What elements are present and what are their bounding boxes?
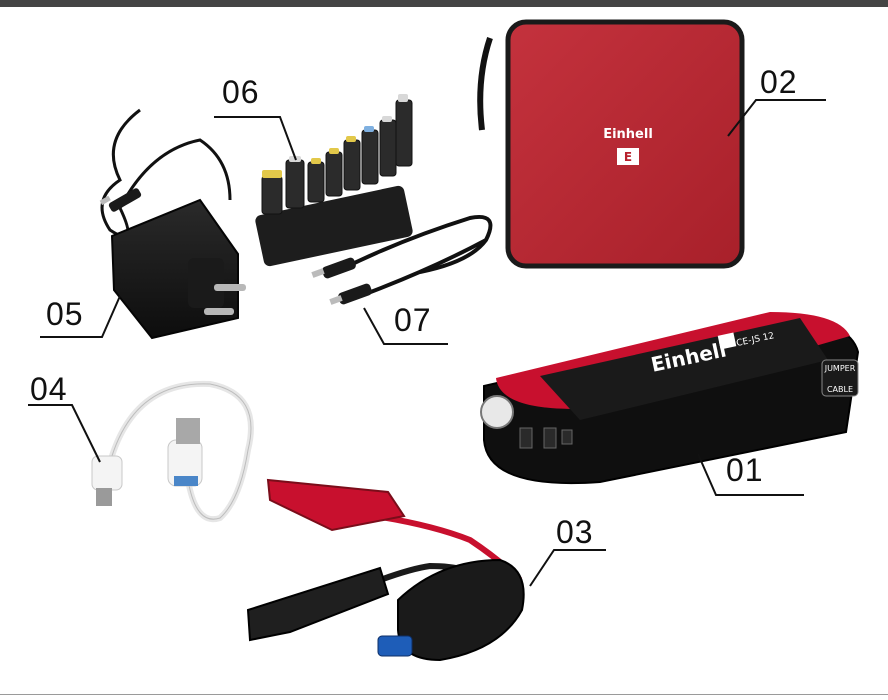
leader-03	[529, 549, 606, 587]
usb-cable	[91, 380, 254, 523]
case-strap	[477, 37, 493, 131]
part-label-01: 01	[726, 452, 764, 488]
leader-04	[28, 404, 101, 463]
leader-01	[697, 453, 804, 496]
leader-06	[214, 116, 297, 161]
case-logo-text: Einhell	[603, 127, 653, 142]
part-label-06: 06	[222, 74, 260, 110]
part-label-03: 03	[556, 514, 594, 550]
leader-05	[40, 295, 121, 338]
case-logo-letter: E	[624, 150, 632, 164]
leader-07	[363, 307, 448, 345]
storage-case: Einhell E	[477, 19, 745, 269]
part-label-05: 05	[46, 296, 84, 332]
jumper-cable-button-line1: JUMPER	[824, 364, 856, 373]
jumper-cable-button-line2: CABLE	[827, 385, 853, 394]
leader-lines	[28, 99, 826, 587]
jumper-cable-clamps	[246, 478, 525, 662]
case-logo-icon	[617, 148, 639, 165]
top-bar	[0, 0, 888, 7]
dc-connection-cable	[311, 215, 493, 305]
bottom-rule	[0, 694, 888, 695]
adapter-plugs	[255, 94, 413, 267]
part-label-02: 02	[760, 64, 798, 100]
leader-02	[727, 99, 826, 137]
jump-starter-unit: Einhell CE-JS 12 JUMPER CABLE	[480, 312, 860, 485]
unit-logo-icon	[717, 332, 737, 350]
part-label-04: 04	[30, 371, 68, 407]
part-label-07: 07	[394, 302, 432, 338]
wall-charger	[99, 108, 246, 340]
